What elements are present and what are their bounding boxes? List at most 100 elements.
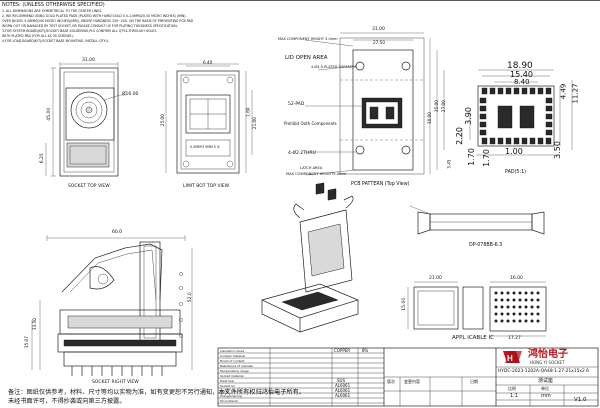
applicable-ic-title: APPL ICABLE IC <box>452 335 494 341</box>
tb-unit-value: mm <box>541 393 551 399</box>
pcb-pad-label: 52-PAD <box>288 102 305 107</box>
pcb-side2: 35.00 <box>433 100 439 113</box>
bottom-note-2: 未经书面许可，不得抄袭或向第三方披露。 <box>8 398 126 405</box>
company-name-cn: 鸿怡电子 <box>528 349 568 360</box>
ic-dim-h: 15.00 <box>402 297 408 311</box>
tb-scale-value: 1:1 <box>510 393 519 399</box>
pcb-pattern-view <box>304 32 445 176</box>
limit-bot-view-title: LIMIT BOT TOP VIEW <box>183 184 230 189</box>
socket-right-view-title: SOCKET RIGHT VIEW <box>92 380 139 385</box>
pcb-side1: 30.00 <box>426 112 432 125</box>
tb-row-10: Pin material <box>220 398 238 403</box>
pcb-side4: 3.45 <box>446 159 452 169</box>
ic-dim-c: 16.00 <box>510 276 523 281</box>
pad-right1: 4.49 <box>559 83 568 100</box>
isometric-socket <box>260 182 360 333</box>
socket-right-view <box>31 235 193 376</box>
pcb-dim-top2: 27.50 <box>373 40 385 45</box>
pad-left3: 1.70 <box>466 148 476 166</box>
tb-version: V1.0 <box>574 397 587 403</box>
pad-top3: 8.40 <box>514 78 530 86</box>
right-dim-h: 52.0 <box>187 292 193 303</box>
limit-note: 0.3MM*3.5MM 5 IC <box>190 145 220 149</box>
company-name-en: HONG YI SOCKET <box>530 360 565 365</box>
socket-top-view-title: SOCKET TOP VIEW <box>68 184 110 189</box>
socket-top-view <box>45 62 126 177</box>
notes-line-5: 3.FOR SYSTEM BOARD(KIT)/SOCKET BASE SOLD… <box>2 29 157 33</box>
tb-alloy-2: AL6061 <box>335 388 351 393</box>
pad-top2: 15.40 <box>510 70 533 79</box>
pad-left2: 2.20 <box>454 127 464 145</box>
tb-row-2: Finish of contact <box>220 358 245 363</box>
dim-limit-a: 6.40 <box>203 60 213 65</box>
bottom-note-1: 备注：图纸仅供参考，材料、尺寸等均以实物为准，如有变更恕不另行通知，本文件所有权… <box>8 389 305 396</box>
tb-row-9: Plunger/spring <box>220 393 242 398</box>
pcb-plated: 4-Ø4.5-PLATED SURFACES <box>311 65 357 69</box>
pcb-side3: 27.00 <box>440 100 446 113</box>
limit-bot-view <box>165 63 253 174</box>
pad-bot3: 3.50 <box>552 141 562 159</box>
tb-row-3: Resistance of insulate <box>220 363 253 368</box>
pad-row-bottom <box>481 137 552 145</box>
dim-limit-c: 1.60 <box>245 107 251 117</box>
tb-row-6: Heat sink <box>220 378 235 383</box>
tb-alloy-1: AL6061 <box>335 383 351 388</box>
tb-date-header: 日期 <box>470 379 478 384</box>
dp-view <box>409 205 545 235</box>
pad-col-right <box>545 97 553 136</box>
svg-text:H: H <box>507 354 513 363</box>
notes-line-4: WORN OUT OR DAMAGED BY TEST SOCKET,OR PL… <box>2 24 178 28</box>
tb-sus: SUS <box>337 378 346 383</box>
right-dim-a: 33.50 <box>31 318 37 331</box>
tb-row-4: Temperature range <box>220 368 249 373</box>
title-block-grid <box>217 347 599 407</box>
notes-line-1: 1. ALL DIMENSIONS ARE SYMMETRICAL TO THE… <box>2 9 103 13</box>
ic-ball-grid <box>494 291 540 323</box>
notes-title: NOTES: (UNLESS OTHERWISE SPECIFIED) <box>2 2 105 8</box>
dim-top-hole: Ø16.00 <box>122 92 139 97</box>
notes-line-7: 4.FOR LOAD BOARD(KIT)/SOCKET BASE MOUNTI… <box>2 39 109 43</box>
pcb-pattern-title: PCB PATTERN (Top View) <box>351 182 410 187</box>
tb-row-8: Cover <box>220 388 229 393</box>
tb-test-label: 测试座 <box>538 378 554 384</box>
pcb-dim-top1: 31.00 <box>372 27 385 32</box>
dim-limit-b: 25.00 <box>159 114 165 127</box>
pcb-hole-label: 4-Ø2.2THRU <box>288 151 316 156</box>
dim-top-height: 45.00 <box>47 107 53 121</box>
ic-dim-w: 21.00 <box>429 276 442 281</box>
dim-top-width: 31.00 <box>82 58 95 63</box>
pad-view <box>461 69 573 156</box>
pad-left1: 3.90 <box>463 107 473 125</box>
dim-top-d1: 6.25 <box>39 153 45 164</box>
dp-title: DP-078BB-6.3 <box>469 243 503 248</box>
tb-rev-header: 版次 <box>387 379 395 384</box>
right-dim-w: 60.0 <box>112 230 123 235</box>
pad-bot2: 1.00 <box>505 147 523 156</box>
pad-bot1: 1.70 <box>481 149 491 167</box>
applicable-ic-view <box>407 281 547 337</box>
notes-line-3: OVER NICKEL 5.08MM(200 MICRO INCHES)(MIN… <box>2 19 194 23</box>
pad-row-top <box>481 87 552 95</box>
tb-row-7: Socket lid <box>220 383 235 388</box>
dim-limit-e: 21.00 <box>251 117 257 130</box>
tb-scale-label: 比例 <box>508 386 516 391</box>
pad-col-left <box>479 97 487 136</box>
pad-right2: 11.27 <box>571 83 580 104</box>
pad-top1: 18.90 <box>507 61 533 71</box>
tb-material-header: COPPER <box>334 348 351 353</box>
right-view-pins <box>71 366 163 376</box>
part-number: HYDC-2023-1202A-QA48-1.27-21x15x2.6 <box>498 369 589 374</box>
ic-dim-d: 17.27 <box>508 336 521 341</box>
notes-line-6: WITH PLATED PAD (FOR ALL 4X 55 SCREWS). <box>2 34 74 38</box>
tb-unit-label: 单位 <box>541 386 549 391</box>
tb-row-0: Insulation mode <box>220 348 245 353</box>
pcb-prohibit: Prohibit Ooth Components <box>284 121 337 126</box>
tb-desc-header: 变更内容 <box>404 379 420 384</box>
pcb-max-2: MAX COMPONENT HEIGHT5.0mm <box>286 172 347 176</box>
pcb-max-1: MAX COMPONENT HEIGHT 5.0mm <box>278 37 338 41</box>
pad-view-title: PAD(5:1) <box>505 170 527 175</box>
right-dim-b: 35.07 <box>23 336 29 349</box>
pcb-latch: LATCH AREA <box>300 166 323 170</box>
